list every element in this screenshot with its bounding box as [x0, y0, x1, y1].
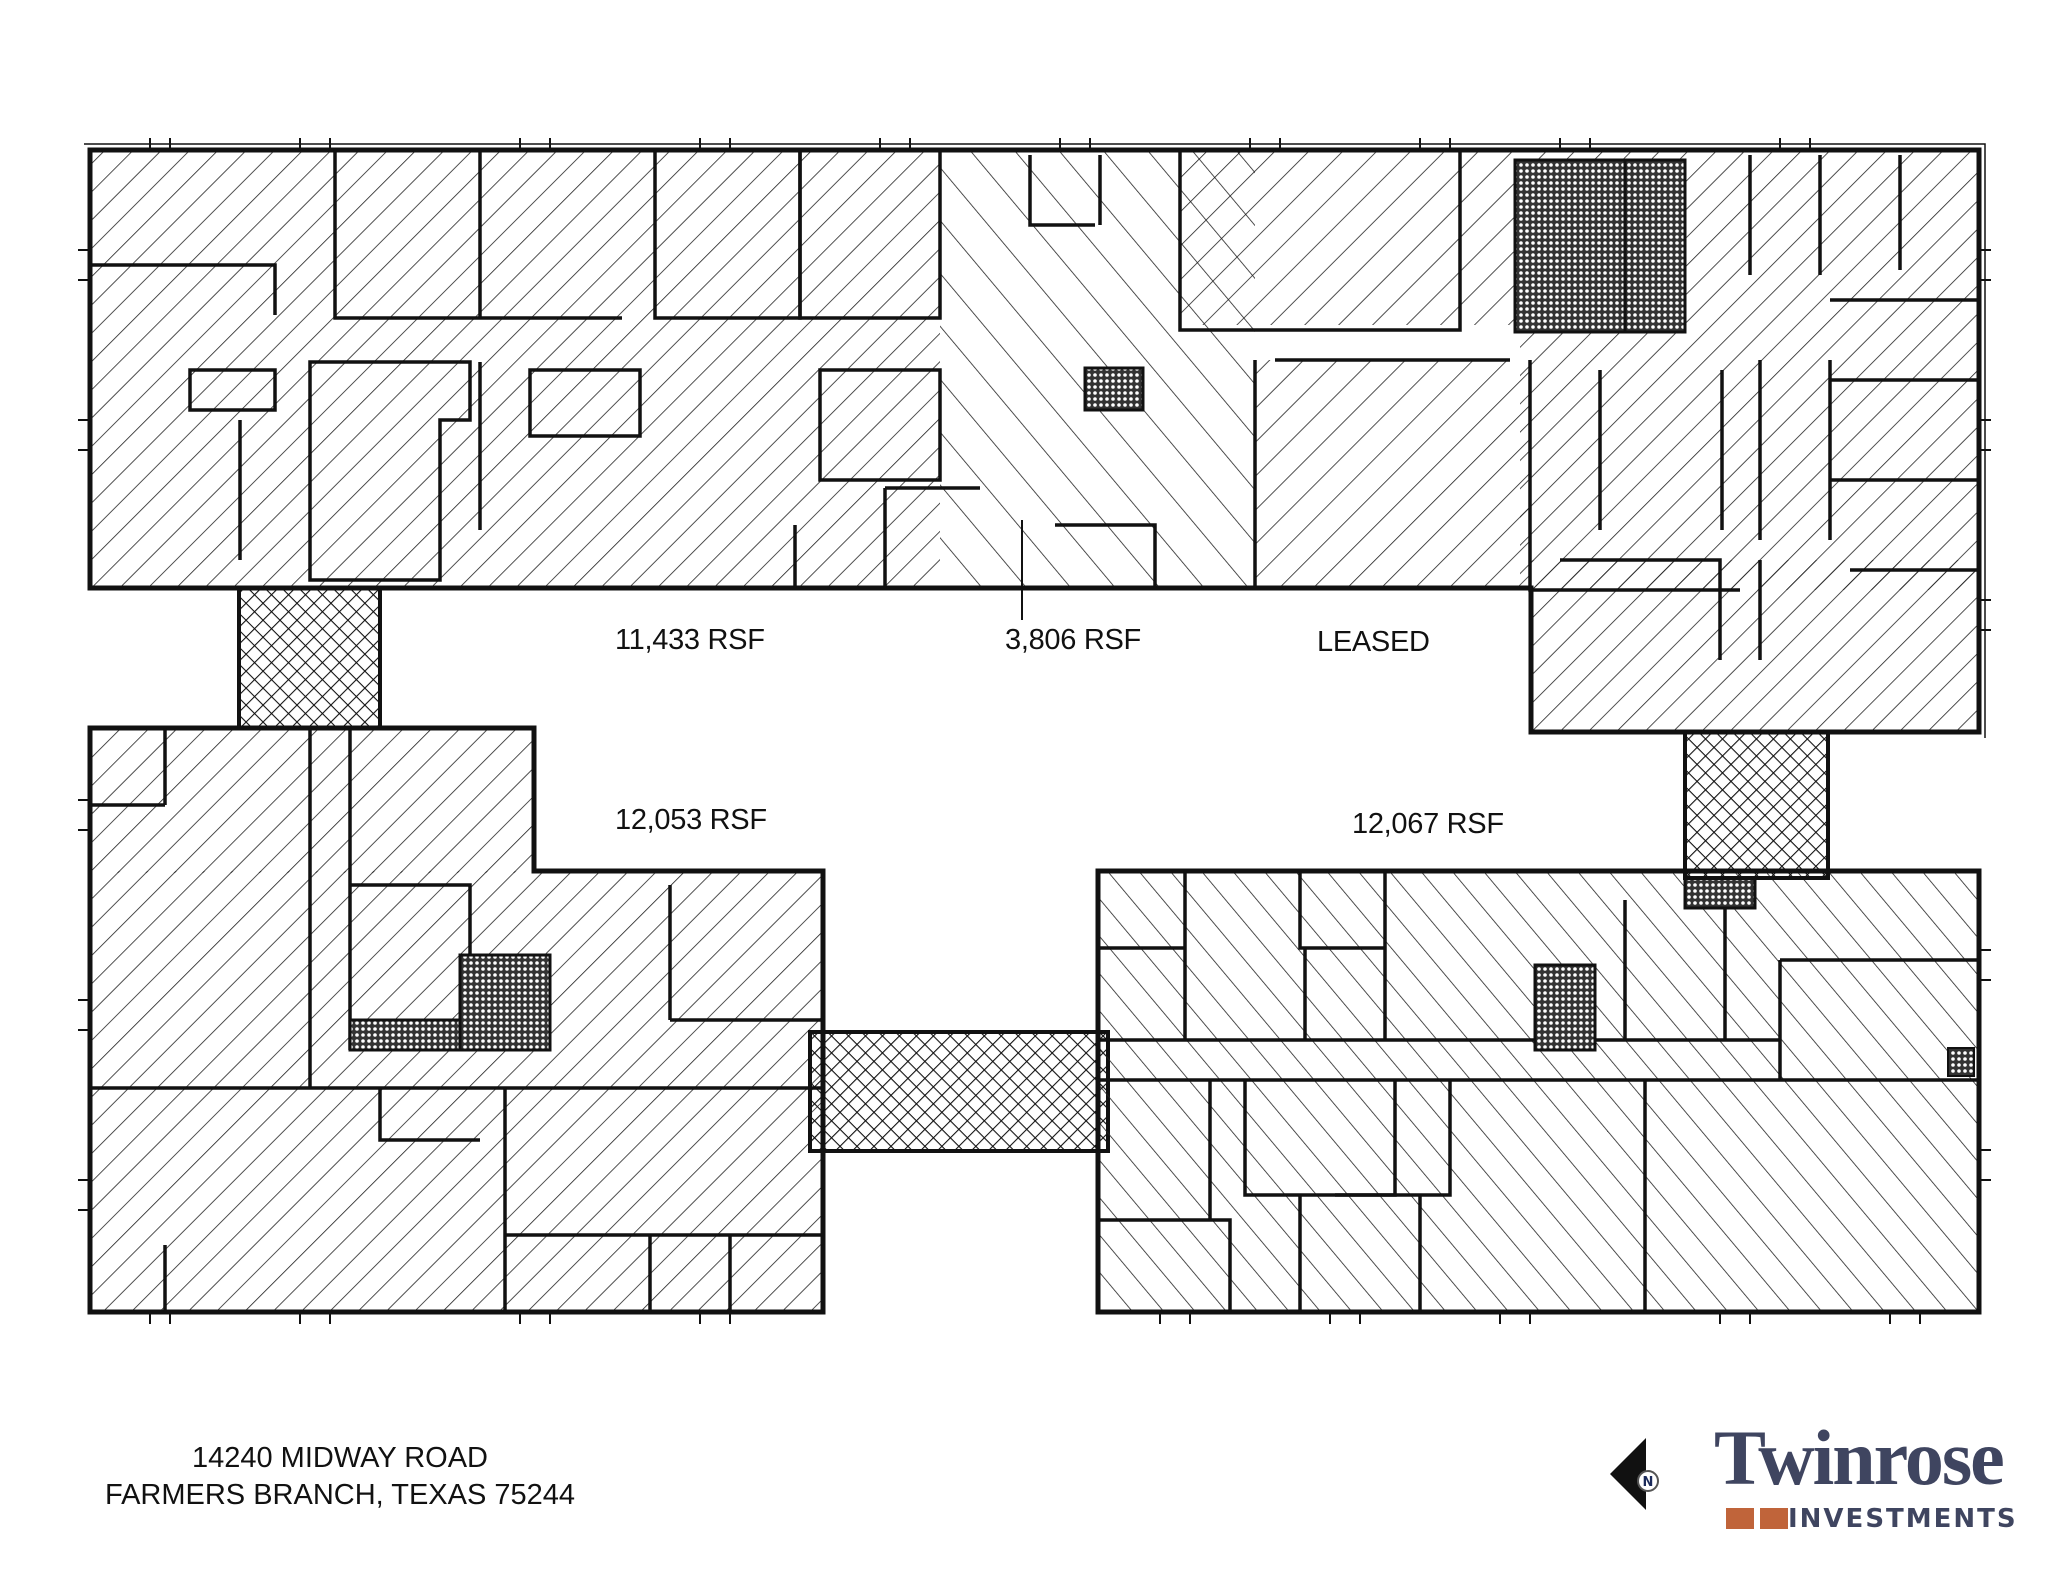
property-address: 14240 MIDWAY ROAD FARMERS BRANCH, TEXAS … [40, 1440, 640, 1514]
logo-subtitle: INVESTMENTS [1788, 1504, 2018, 1534]
svg-text:N: N [1643, 1475, 1654, 1490]
logo-wordmark: Twinrose [1714, 1414, 2005, 1501]
suite-label-top-right: LEASED [1317, 626, 1430, 658]
core-room-right-2 [1683, 876, 1757, 910]
core-room-top-right [1513, 158, 1687, 334]
core-room-right-1 [1533, 963, 1597, 1052]
logo-square-2 [1760, 1508, 1788, 1529]
suite-label-bottom-left: 12,053 RSF [615, 804, 767, 836]
core-room-right-3 [1947, 1047, 1975, 1077]
core-room-left-2 [348, 1018, 462, 1052]
shared-connector-left [237, 586, 382, 730]
core-room-left-1 [458, 953, 552, 1052]
twinrose-logo: Twinrose INVESTMENTS [1712, 1418, 2032, 1538]
address-line-2: FARMERS BRANCH, TEXAS 75244 [104, 1479, 576, 1511]
suite-label-bottom-right: 12,067 RSF [1352, 808, 1504, 840]
north-arrow-icon: N [1610, 1438, 1659, 1510]
core-room-electrical [1083, 366, 1145, 412]
logo-square-1 [1726, 1508, 1754, 1529]
suite-label-top-left: 11,433 RSF [615, 624, 765, 656]
suite-bottom-left [90, 728, 823, 1312]
address-line-1: 14240 MIDWAY ROAD [191, 1442, 488, 1474]
suite-label-top-middle: 3,806 RSF [1005, 624, 1141, 656]
label-leader-line [1021, 520, 1023, 620]
shared-connector-right [1683, 730, 1830, 880]
shared-connector-center [808, 1030, 1110, 1153]
